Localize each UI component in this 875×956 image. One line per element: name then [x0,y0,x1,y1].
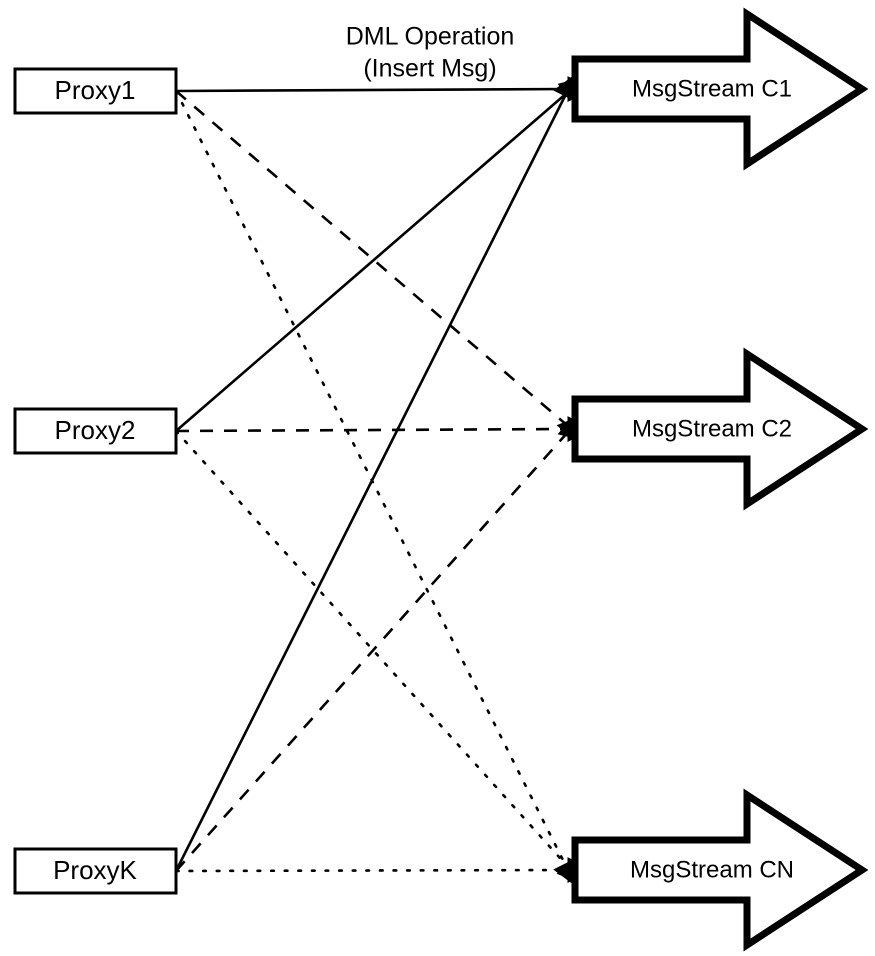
edge-proxyk-to-msgstream-c1 [174,73,577,872]
annotation-line-2: (Insert Msg) [363,55,496,83]
msgstream-node-c1[interactable]: MsgStream C1 [571,7,869,171]
proxy-node-proxy2[interactable]: Proxy2 [13,407,178,455]
edge-proxy1-to-msgstream-cn [174,89,577,887]
proxy-box-rect[interactable] [13,407,178,455]
block-arrow-shape[interactable] [571,788,869,952]
msgstream-label: MsgStream C2 [632,415,792,442]
annotation-dml-operation: DML Operation (Insert Msg) [346,23,515,83]
edge-proxy1-to-msgstream-c1 [175,76,594,103]
msgstream-node-c2[interactable]: MsgStream C2 [571,347,869,511]
proxy-box-rect[interactable] [13,67,178,115]
msgstream-label: MsgStream CN [630,856,794,883]
block-arrow-shape[interactable] [571,7,869,171]
proxy-label: ProxyK [53,855,137,885]
edge-proxyk-to-msgstream-c2 [175,414,584,872]
proxy-box-rect[interactable] [13,847,178,895]
proxy-label: Proxy1 [55,75,136,105]
edge-group [174,73,594,887]
proxy-node-proxyk[interactable]: ProxyK [13,847,178,895]
edge-proxy2-to-msgstream-cn [174,429,584,885]
proxy-node-proxy1[interactable]: Proxy1 [13,67,178,115]
msgstream-label: MsgStream C1 [632,75,792,102]
proxy-label: Proxy2 [55,415,136,445]
msgstream-node-cn[interactable]: MsgStream CN [571,788,869,952]
edge-proxyk-to-msgstream-cn [174,857,594,884]
edge-proxy2-to-msgstream-c2 [175,416,594,443]
block-arrow-shape[interactable] [571,347,869,511]
edge-proxy2-to-msgstream-c1 [175,76,586,432]
annotation-line-1: DML Operation [346,23,515,51]
